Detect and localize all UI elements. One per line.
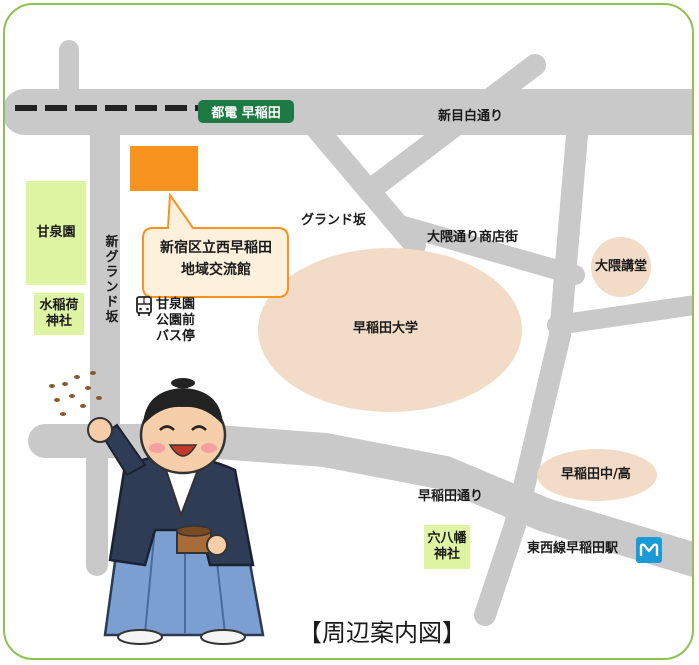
label-tozai-waseda-station: 東西線早稲田駅: [527, 541, 619, 556]
toden-station-label: 都電 早稲田: [211, 106, 281, 121]
road-right-vertical: [474, 124, 588, 626]
label-okuma-auditorium: 大隈講堂: [595, 259, 648, 274]
label-shin-grand-zaka: 新グランド坂: [105, 235, 119, 325]
road-okuma-shotengai: [390, 215, 585, 285]
label-mizu-inari: 水稲荷 神社: [39, 297, 79, 329]
label-waseda-high-school: 早稲田中/高: [561, 467, 631, 482]
map-frame: 都電 早稲田 新目白通り グランド坂 大隈通り商店街 新グランド坂 早稲田通り …: [3, 3, 694, 660]
label-waseda-university: 早稲田大学: [353, 321, 419, 336]
label-shin-mejiro-dori: 新目白通り: [438, 109, 504, 124]
label-anahachiman: 穴八幡 神社: [427, 530, 467, 562]
samurai-character-illustration: [49, 371, 265, 645]
label-kansenen: 甘泉園: [36, 224, 76, 240]
tokyo-metro-icon: [636, 537, 662, 563]
okuma-auditorium-area: [591, 237, 651, 297]
road-right-branch: [547, 295, 692, 335]
road-diagonal-top-right: [359, 54, 546, 201]
facility-marker: [130, 146, 198, 191]
mizu-inari-shrine-block: 水稲荷 神社: [34, 293, 84, 335]
facility-callout-balloon: [142, 192, 289, 298]
kansenen-park-block: 甘泉園: [26, 181, 86, 285]
label-okuma-shotengai: 大隈通り商店街: [427, 230, 519, 245]
bus-icon: [136, 296, 152, 316]
toden-waseda-station-badge: 都電 早稲田: [198, 100, 294, 123]
waseda-high-school-area: [537, 449, 657, 501]
label-bus-stop: 甘泉園 公園前 バス停: [156, 297, 196, 344]
road-network: [5, 40, 692, 645]
anahachiman-shrine-block: 穴八幡 神社: [424, 525, 470, 569]
facility-name-label: 新宿区立西早稲田 地域交流館: [160, 240, 272, 278]
label-waseda-dori: 早稲田通り: [418, 489, 484, 504]
waseda-university-area: [258, 248, 522, 412]
label-grand-zaka: グランド坂: [301, 213, 367, 228]
map-caption: 【周辺案内図】: [298, 619, 466, 647]
